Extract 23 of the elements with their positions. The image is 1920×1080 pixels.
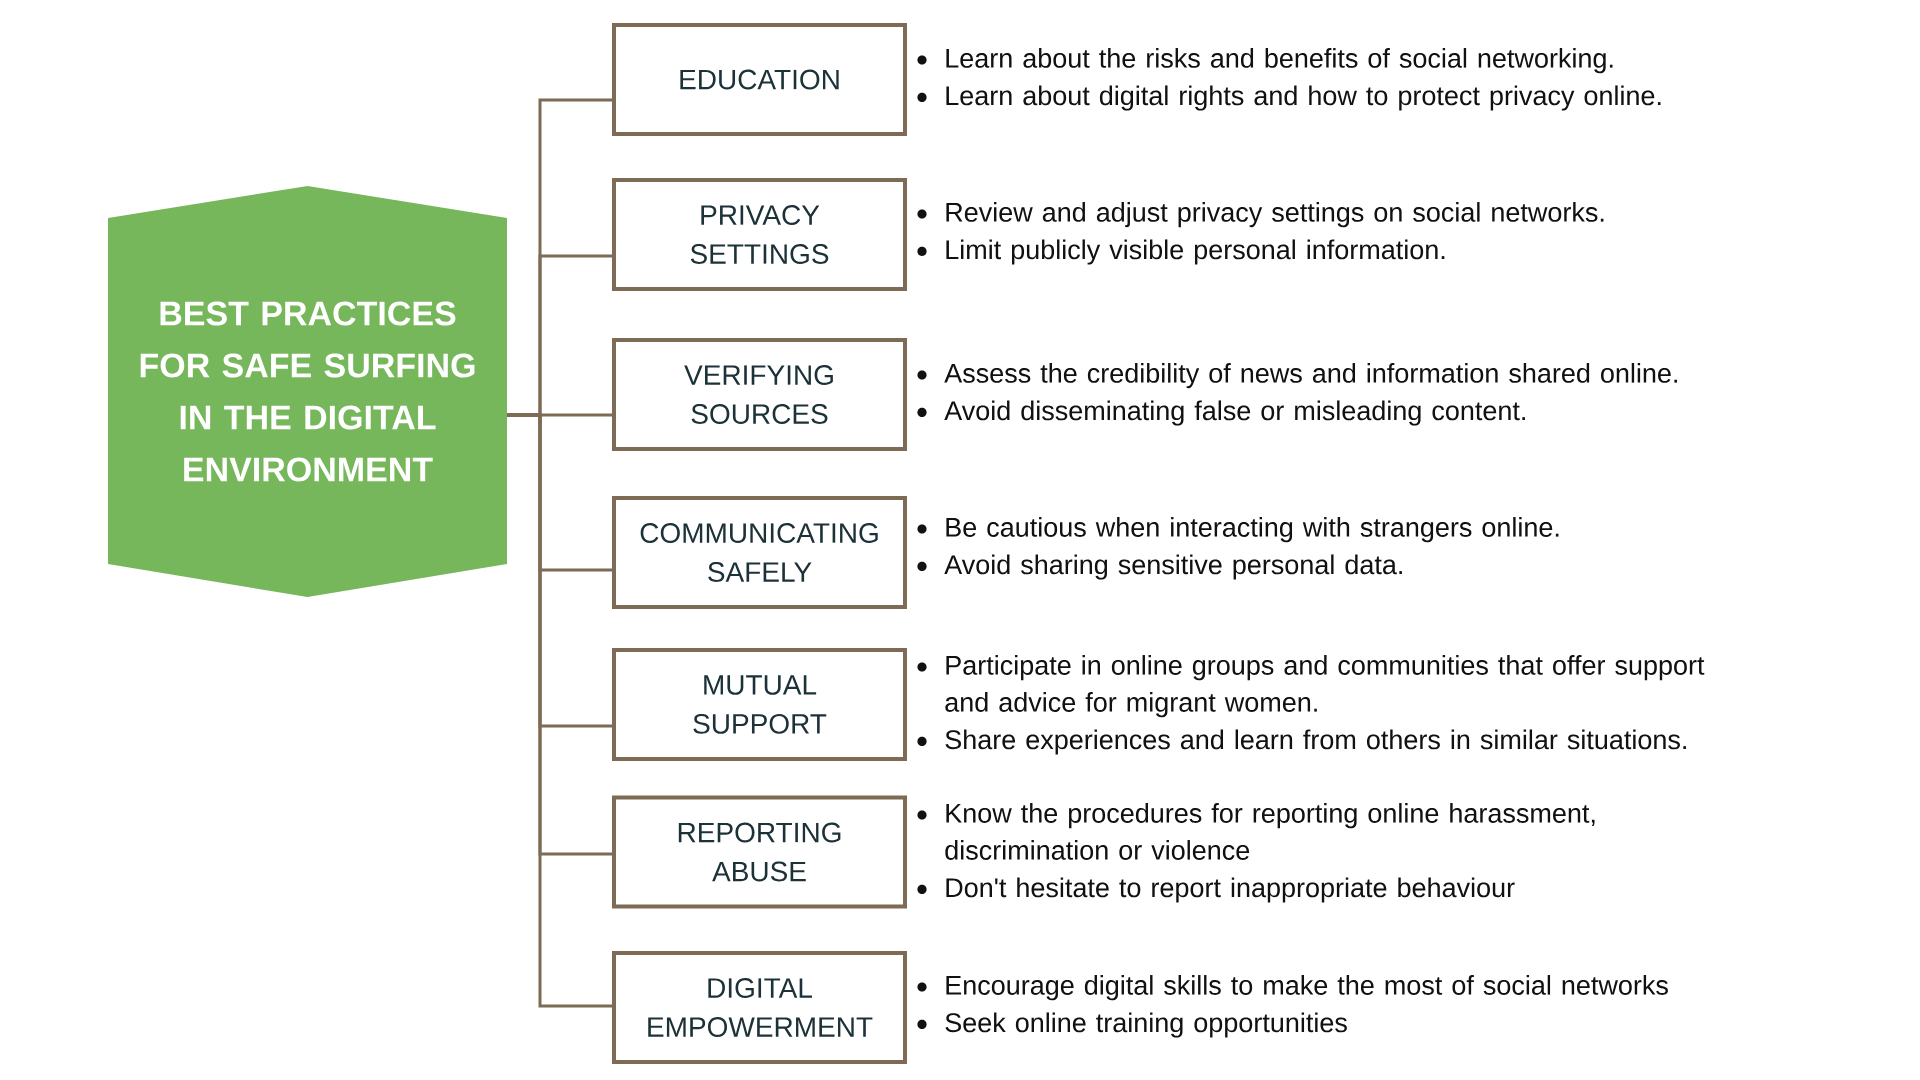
bullet-text: Learn about digital rights and how to protect privacy online. xyxy=(946,85,1661,111)
category-box: DIGITAL EMPOWERMENT xyxy=(612,951,907,1064)
category-box: PRIVACY SETTINGS xyxy=(612,178,907,291)
bullet-text: Know the procedures for reporting online harassment, discrimination or violence xyxy=(945,803,1595,860)
category-box: REPORTING ABUSE xyxy=(612,795,907,909)
connector-line xyxy=(507,413,612,1008)
bullet-text: Don't hesitate to report inappropriate behaviour xyxy=(946,877,1515,903)
bullet-text: Avoid sharing sensitive personal data. xyxy=(944,554,1402,580)
bullet-text: Participate in online groups and communities that offer support and advice for migrant women. xyxy=(945,655,1705,718)
bullet-text: Be cautious when interacting with strangers online. xyxy=(946,517,1559,543)
bullet-text: Share experiences and learn from others in similar situations. xyxy=(945,729,1686,755)
category-box: EDUCATION xyxy=(612,23,907,136)
category-box: COMMUNICATING SAFELY xyxy=(612,496,907,609)
bullet-text: Encourage digital skills to make the most of social networks xyxy=(946,975,1668,1001)
bullet-text: Learn about the risks and benefits of social networking. xyxy=(946,48,1613,74)
bullet-text: Review and adjust privacy settings on social networks. xyxy=(946,202,1604,228)
bullet-text: Avoid disseminating false or misleading content. xyxy=(944,400,1525,426)
hexagon-banner: BEST PRACTICES FOR SAFE SURFING IN THE DIGITAL ENVIRONMENT xyxy=(108,186,507,597)
category-box: VERIFYING SOURCES xyxy=(612,338,907,451)
bullet-text: Seek online training opportunities xyxy=(945,1012,1347,1038)
category-box: MUTUAL SUPPORT xyxy=(612,648,907,761)
bullet-text: Limit publicly visible personal information. xyxy=(946,239,1445,265)
bullet-text: Assess the credibility of news and information shared online. xyxy=(944,363,1677,389)
